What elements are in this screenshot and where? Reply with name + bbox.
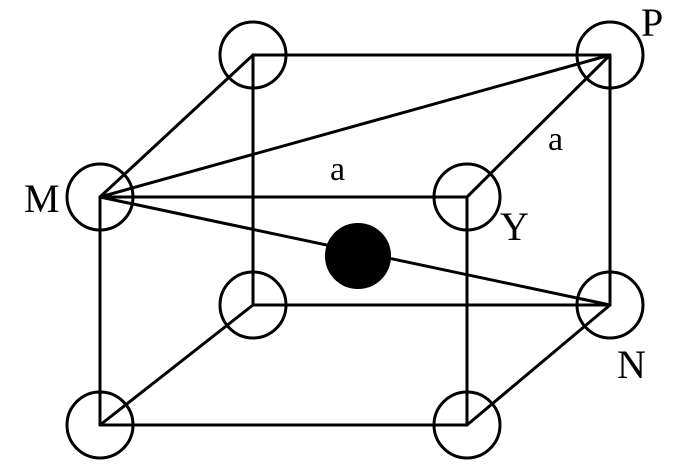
diagonal-M-P xyxy=(98,53,612,199)
label-edge-top-a: a xyxy=(330,151,345,188)
atom-front-bottom-right xyxy=(432,390,502,460)
atom-back-bottom-left xyxy=(218,270,288,340)
atom-M xyxy=(65,162,135,232)
atom-front-bottom-left xyxy=(65,390,135,460)
atom-back-top-left xyxy=(218,20,288,90)
atom-body-center xyxy=(325,223,391,289)
label-edge-right-a: a xyxy=(548,121,563,158)
label-vertex-Y: Y xyxy=(500,204,529,249)
atom-P xyxy=(575,20,645,90)
front-face xyxy=(98,195,469,427)
corner-atoms xyxy=(65,20,645,460)
back-face xyxy=(251,53,612,307)
atom-N xyxy=(575,270,645,340)
label-vertex-N: N xyxy=(617,342,646,387)
atom-Y xyxy=(432,162,502,232)
edge-connect-bottom-right xyxy=(465,303,612,427)
label-vertex-M: M xyxy=(24,176,60,221)
label-vertex-P: P xyxy=(641,0,663,45)
edge-connect-top-left xyxy=(98,53,255,199)
edge-connect-bottom-left xyxy=(98,303,255,427)
